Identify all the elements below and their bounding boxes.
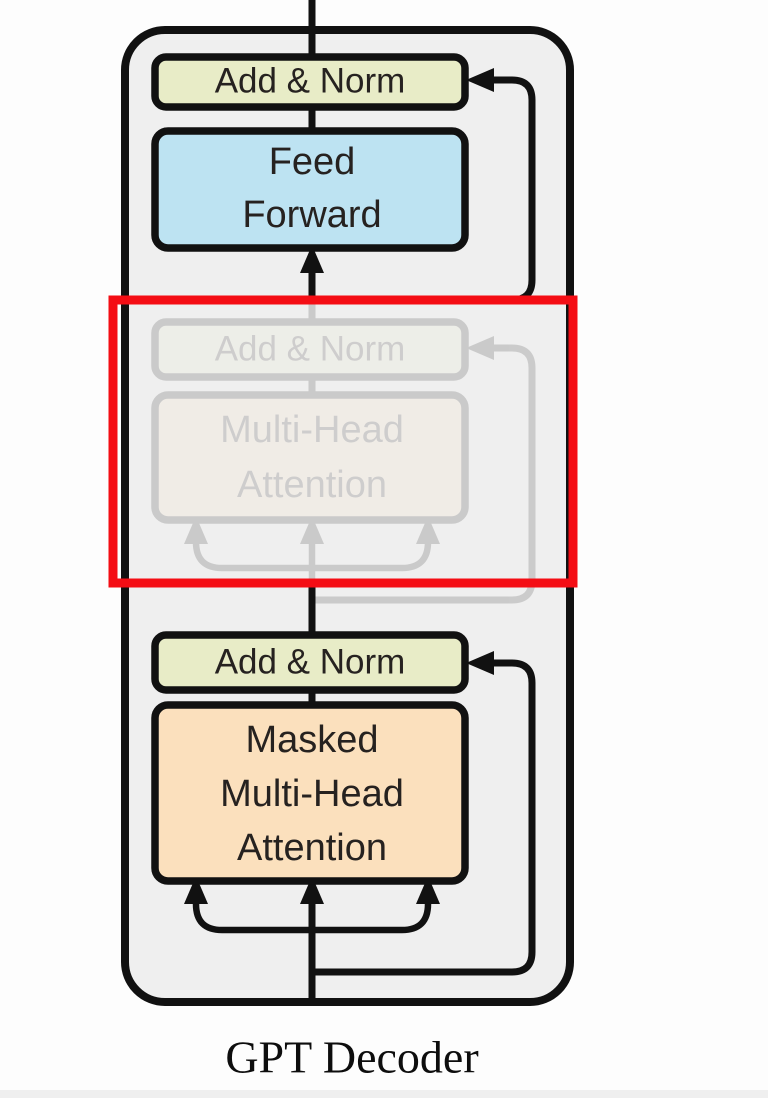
- cross-attention-removed-highlight[interactable]: [108, 295, 578, 588]
- faded-add-norm-label: Add & Norm: [215, 329, 406, 368]
- faded-attn-input-center-arrowhead: [300, 516, 324, 544]
- feed-forward-input-arrowhead: [300, 245, 324, 273]
- figure-caption: GPT Decoder: [225, 1032, 478, 1083]
- faded-attn-input-left-arrowhead: [184, 516, 208, 544]
- feed-forward-line2: Forward: [242, 194, 381, 236]
- faded-residual-arrowhead: [466, 336, 494, 360]
- faded-multi-head-attention-box: [151, 391, 469, 524]
- masked-attn-input-left-arrowhead: [184, 876, 208, 904]
- faded-attn-input-left-curve: [192, 538, 312, 572]
- bottom-residual-path: [312, 659, 536, 976]
- masked-attn-input-left-curve: [192, 898, 312, 934]
- masked-attn-input-center-arrowhead: [300, 876, 324, 904]
- faded-residual-path: [312, 344, 536, 604]
- removed-cross-attention-group: Multi-Head Attention Add & Norm: [151, 300, 536, 604]
- bottom-add-norm-label: Add & Norm: [215, 642, 406, 681]
- masked-multi-head-attention-line3: Attention: [237, 827, 387, 869]
- masked-attn-input-right-curve: [312, 898, 432, 934]
- masked-attn-input-right-arrowhead: [416, 876, 440, 904]
- masked-multi-head-attention-line1: Masked: [245, 719, 378, 761]
- faded-multi-head-attention-line1: Multi-Head: [220, 409, 404, 451]
- bottom-edge-strip: [0, 1090, 768, 1098]
- faded-add-norm-box: [151, 318, 469, 381]
- faded-attn-input-right-arrowhead: [416, 516, 440, 544]
- masked-multi-head-attention-line2: Multi-Head: [220, 773, 404, 815]
- top-residual-arrowhead: [466, 68, 494, 92]
- feed-forward-line1: Feed: [269, 141, 356, 183]
- faded-multi-head-attention-line2: Attention: [237, 464, 387, 506]
- faded-attn-input-right-curve: [312, 538, 432, 572]
- top-add-norm-label: Add & Norm: [215, 61, 406, 100]
- bottom-residual-arrowhead: [466, 651, 494, 675]
